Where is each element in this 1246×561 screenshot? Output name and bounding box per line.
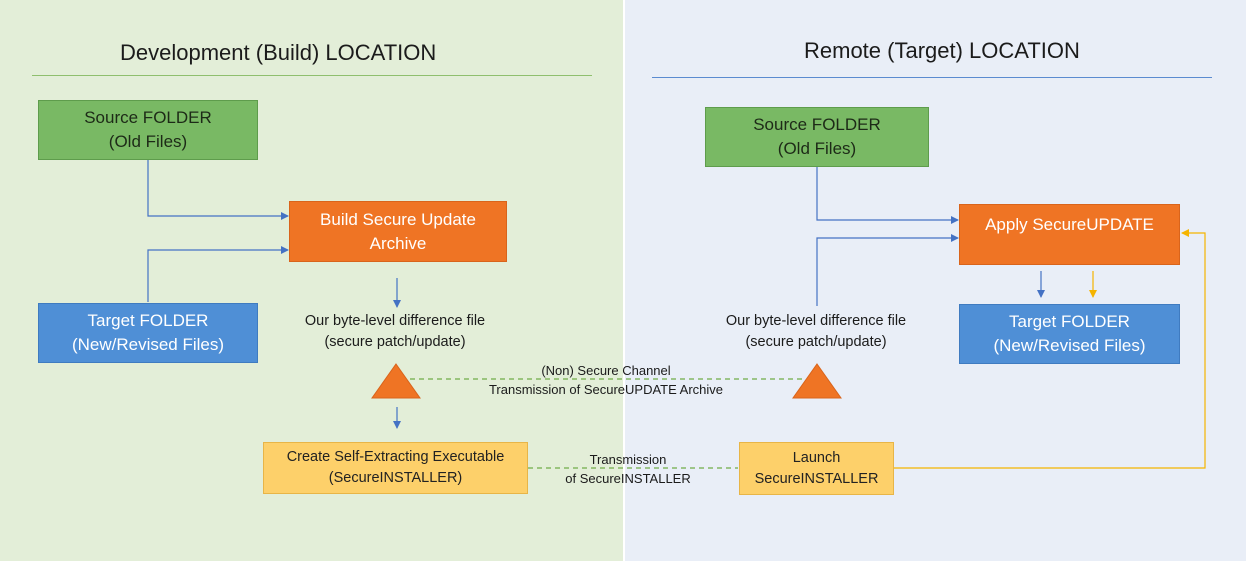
left-target-to-build-connector bbox=[147, 246, 289, 302]
remote-location-title: Remote (Target) LOCATION bbox=[804, 38, 1080, 63]
right-source-to-apply-connector bbox=[816, 166, 959, 224]
development-title-rule bbox=[32, 75, 592, 76]
installer-transmission-line2: of SecureINSTALLER bbox=[565, 471, 691, 486]
launch-installer-box: Launch SecureINSTALLER bbox=[739, 442, 894, 495]
left-source-folder-title: Source FOLDER bbox=[84, 108, 212, 127]
left-source-folder-box: Source FOLDER (Old Files) bbox=[38, 100, 258, 160]
left-difference-file-line1: Our byte-level difference file bbox=[304, 313, 486, 329]
right-diff-to-apply-connector bbox=[816, 234, 959, 306]
right-difference-file-line1: Our byte-level difference file bbox=[725, 313, 907, 329]
launch-to-apply-connector bbox=[894, 229, 1206, 469]
launch-installer-line2: SecureINSTALLER bbox=[754, 470, 879, 487]
secure-channel-line2: Transmission of SecureUPDATE Archive bbox=[488, 382, 724, 397]
apply-secure-update-label: Apply SecureUPDATE bbox=[985, 215, 1154, 234]
create-installer-line2: (SecureINSTALLER) bbox=[328, 470, 463, 486]
right-source-folder-title: Source FOLDER bbox=[753, 115, 881, 134]
left-difference-file-line2: (secure patch/update) bbox=[324, 334, 466, 350]
left-difference-file-label: Our byte-level difference file (secure p… bbox=[285, 311, 505, 353]
build-secure-update-line2: Archive bbox=[369, 233, 427, 253]
right-difference-file-line2: (secure patch/update) bbox=[745, 334, 887, 350]
left-target-folder-subtitle: (New/Revised Files) bbox=[71, 335, 225, 354]
left-target-folder-box: Target FOLDER (New/Revised Files) bbox=[38, 303, 258, 363]
right-target-folder-title: Target FOLDER bbox=[1009, 312, 1130, 331]
left-archive-triangle bbox=[371, 363, 421, 399]
secure-channel-line1: (Non) Secure Channel bbox=[541, 363, 671, 378]
apply-secure-update-box: Apply SecureUPDATE bbox=[959, 204, 1180, 265]
build-secure-update-box: Build Secure Update Archive bbox=[289, 201, 507, 262]
right-source-folder-box: Source FOLDER (Old Files) bbox=[705, 107, 929, 167]
left-target-folder-title: Target FOLDER bbox=[87, 311, 209, 330]
create-installer-box: Create Self-Extracting Executable (Secur… bbox=[263, 442, 528, 494]
build-secure-update-line1: Build Secure Update bbox=[320, 209, 476, 229]
installer-transmission-line1: Transmission bbox=[589, 452, 667, 467]
left-source-folder-subtitle: (Old Files) bbox=[108, 132, 188, 151]
secure-channel-label: (Non) Secure Channel Transmission of Sec… bbox=[456, 361, 756, 399]
right-source-folder-subtitle: (Old Files) bbox=[777, 139, 857, 158]
right-target-folder-box: Target FOLDER (New/Revised Files) bbox=[959, 304, 1180, 364]
right-difference-file-label: Our byte-level difference file (secure p… bbox=[706, 311, 926, 353]
create-installer-line1: Create Self-Extracting Executable bbox=[286, 449, 505, 465]
development-location-title: Development (Build) LOCATION bbox=[120, 40, 437, 65]
remote-title-rule bbox=[652, 77, 1212, 78]
left-source-to-build-connector bbox=[147, 160, 289, 220]
installer-transmission-label: Transmission of SecureINSTALLER bbox=[548, 450, 708, 488]
right-archive-triangle bbox=[792, 363, 842, 399]
launch-installer-line1: Launch bbox=[792, 449, 841, 466]
right-target-folder-subtitle: (New/Revised Files) bbox=[993, 336, 1146, 355]
